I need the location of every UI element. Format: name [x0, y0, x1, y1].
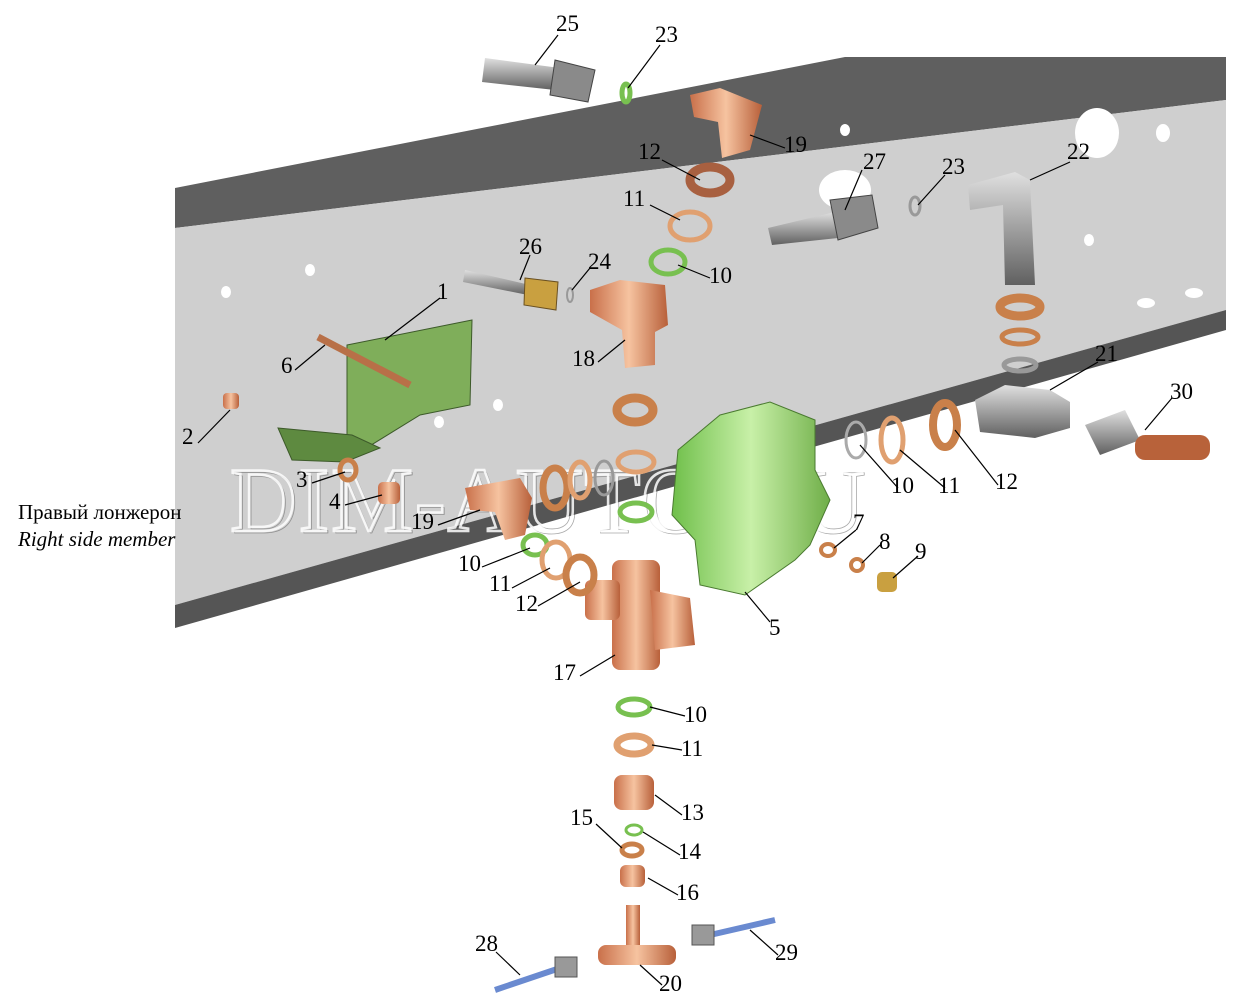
callout: 26 [519, 234, 542, 259]
callout: 11 [623, 186, 645, 211]
callout: 4 [329, 489, 341, 514]
callout-labels: 25 23 19 12 27 23 22 11 26 24 10 1 6 18 … [182, 11, 1193, 996]
callout: 10 [891, 473, 914, 498]
nuts [223, 393, 897, 887]
callout: 9 [915, 539, 927, 564]
callout: 8 [879, 529, 891, 554]
callout: 24 [588, 249, 612, 274]
callout: 12 [638, 139, 661, 164]
callout: 15 [570, 805, 593, 830]
callout: 19 [411, 509, 434, 534]
callout: 2 [182, 424, 194, 449]
callout: 18 [572, 346, 595, 371]
callout: 20 [659, 971, 682, 996]
callout: 13 [681, 800, 704, 825]
elbow-steel [968, 172, 1035, 285]
callout: 19 [784, 132, 807, 157]
elbow-fitting [590, 280, 668, 368]
bracket [277, 319, 473, 463]
callout: 21 [1095, 341, 1118, 366]
callout: 7 [853, 510, 865, 535]
callout: 25 [556, 11, 579, 36]
callout: 23 [942, 154, 965, 179]
callout: 10 [684, 702, 707, 727]
rings [337, 81, 1045, 859]
tube-nuts [463, 58, 879, 311]
callout: 1 [437, 279, 449, 304]
callout: 23 [655, 22, 678, 47]
valve-body [671, 401, 831, 596]
callout: 11 [489, 571, 511, 596]
callout: 17 [553, 660, 576, 685]
callout: 28 [475, 931, 498, 956]
callout: 16 [676, 880, 699, 905]
hose-connector [1085, 410, 1210, 460]
elbow-fitting-left [465, 478, 532, 540]
callout: 5 [769, 615, 781, 640]
callout: 6 [281, 353, 293, 378]
tee-fitting [585, 560, 695, 670]
leader-lines [197, 34, 1173, 986]
callout: 14 [678, 839, 702, 864]
caption-english: Right side member [18, 527, 176, 551]
elbow-fitting-top [690, 88, 762, 158]
callout: 11 [681, 736, 703, 761]
callout: 11 [938, 473, 960, 498]
tee-20-assembly [494, 905, 776, 993]
callout: 22 [1067, 139, 1090, 164]
callout: 3 [296, 467, 308, 492]
callout: 12 [995, 469, 1018, 494]
callout: 10 [458, 551, 481, 576]
steel-tee [975, 385, 1070, 438]
callout: 10 [709, 263, 732, 288]
callout: 27 [863, 149, 886, 174]
caption-russian: Правый лонжерон [18, 500, 182, 524]
callout: 29 [775, 940, 798, 965]
callout: 12 [515, 591, 538, 616]
callout: 30 [1170, 379, 1193, 404]
